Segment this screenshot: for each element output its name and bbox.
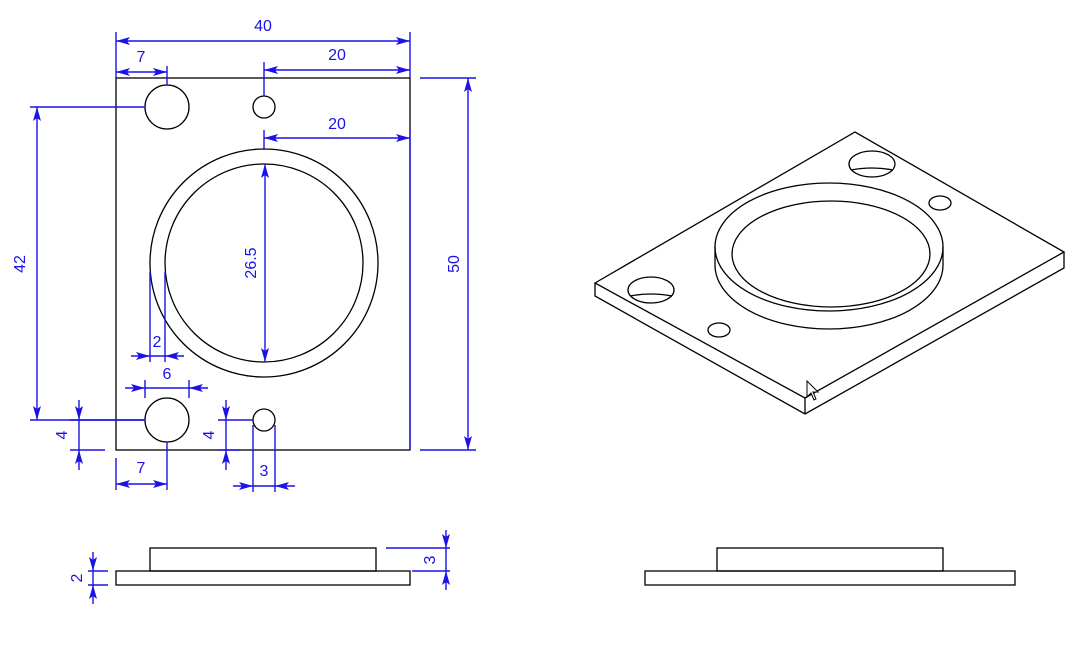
side-plate-right (644, 570, 1016, 586)
side-view-right (644, 547, 1016, 586)
dim-overall-width-label: 40 (254, 18, 272, 35)
dim-boss-center-to-edge-label: 20 (328, 116, 346, 133)
side-boss (149, 547, 377, 572)
front-view (115, 77, 411, 451)
dim-plate-thickness: 2 (69, 552, 108, 604)
large-hole-bottom (144, 397, 190, 443)
small-hole-top (252, 95, 276, 119)
boss-inner-circle (164, 163, 364, 363)
dimensions: 40 7 20 20 (12, 18, 476, 604)
iso-large-hole-back (848, 150, 896, 178)
dim-boss-height: 3 (386, 530, 450, 590)
dim-bottom-edge-to-large-hole-label: 7 (137, 460, 146, 477)
iso-small-hole-left (707, 322, 731, 338)
iso-boss-inner (731, 200, 931, 308)
dim-edge-to-large-hole: 7 (116, 49, 168, 85)
dim-large-hole-from-bottom: 4 (54, 400, 145, 470)
side-plate (115, 570, 411, 586)
dim-plate-thickness-label: 2 (69, 573, 86, 582)
dim-boss-height-label: 3 (422, 555, 439, 564)
dim-boss-center-to-edge: 20 (263, 116, 411, 450)
dim-overall-height: 50 (420, 77, 476, 451)
dim-small-hole-to-edge: 20 (263, 47, 410, 96)
iso-boss-outer-top (714, 182, 944, 312)
dim-large-hole-spacing-label: 42 (12, 255, 29, 273)
dim-overall-height-label: 50 (446, 255, 463, 273)
iso-large-hole-front (627, 276, 675, 304)
side-view-left (115, 547, 411, 586)
dim-bottom-edge-to-large-hole: 7 (115, 442, 168, 490)
dim-small-hole-from-bottom: 4 (201, 400, 253, 470)
dim-boss-wall: 2 (131, 272, 184, 362)
dim-small-hole-to-edge-label: 20 (328, 47, 346, 64)
dim-large-hole-from-bottom-label: 4 (54, 430, 71, 439)
dim-small-hole-diameter-label: 3 (260, 463, 269, 480)
isometric-view (593, 131, 1066, 415)
dim-large-hole-diameter: 6 (125, 366, 208, 398)
iso-plate-sides (594, 252, 1065, 415)
plate-outline (115, 77, 411, 451)
boss-outer-circle (149, 148, 379, 378)
large-hole-top (144, 84, 190, 130)
iso-plate-top (593, 131, 1066, 399)
mouse-cursor-icon (806, 379, 820, 401)
dim-boss-wall-label: 2 (153, 334, 162, 351)
dim-large-hole-spacing: 42 (12, 106, 145, 421)
side-boss-right (716, 547, 944, 572)
small-hole-bottom (252, 408, 276, 432)
iso-boss-wall (714, 247, 944, 330)
dim-edge-to-large-hole-label: 7 (137, 49, 146, 66)
dim-small-hole-from-bottom-label: 4 (201, 430, 218, 439)
dim-boss-bore: 26.5 (243, 164, 269, 362)
iso-small-hole-right (928, 195, 952, 211)
dim-boss-bore-label: 26.5 (243, 247, 260, 278)
dim-small-hole-diameter: 3 (233, 425, 295, 492)
dim-large-hole-diameter-label: 6 (163, 366, 172, 383)
dim-overall-width: 40 (115, 18, 411, 78)
